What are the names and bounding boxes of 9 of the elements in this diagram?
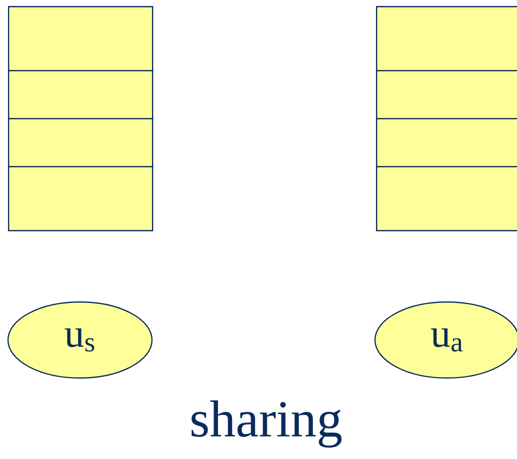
stack-cell [376,70,517,120]
stack-cell [8,70,154,120]
stack-cell [376,6,517,72]
stack-cell [376,118,517,168]
stack-cell [8,6,154,72]
stack-cell [8,118,154,168]
caption-text: sharing [192,400,342,448]
stack-cell [8,166,154,232]
stack-cell [376,166,517,232]
